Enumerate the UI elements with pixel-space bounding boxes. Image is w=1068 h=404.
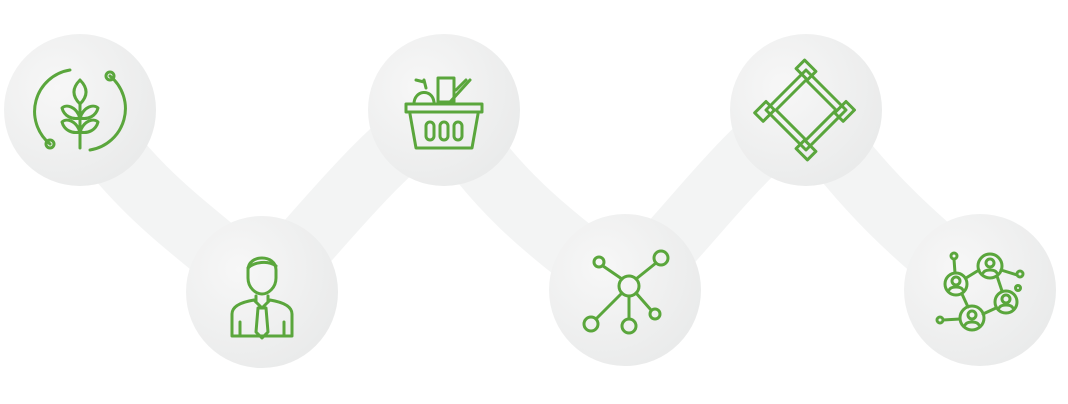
grocery-basket-icon — [404, 76, 484, 150]
wheat-cycle-icon — [33, 68, 127, 152]
node-circle-3 — [368, 34, 520, 186]
businessman-icon — [230, 256, 294, 340]
node-circle-5 — [730, 34, 882, 186]
people-network-icon — [935, 251, 1025, 332]
node-circle-2 — [186, 216, 338, 368]
node-circle-4 — [549, 214, 701, 366]
joined-hands-square-icon — [753, 58, 856, 162]
network-hub-icon — [582, 249, 670, 335]
node-circle-6 — [904, 214, 1056, 366]
